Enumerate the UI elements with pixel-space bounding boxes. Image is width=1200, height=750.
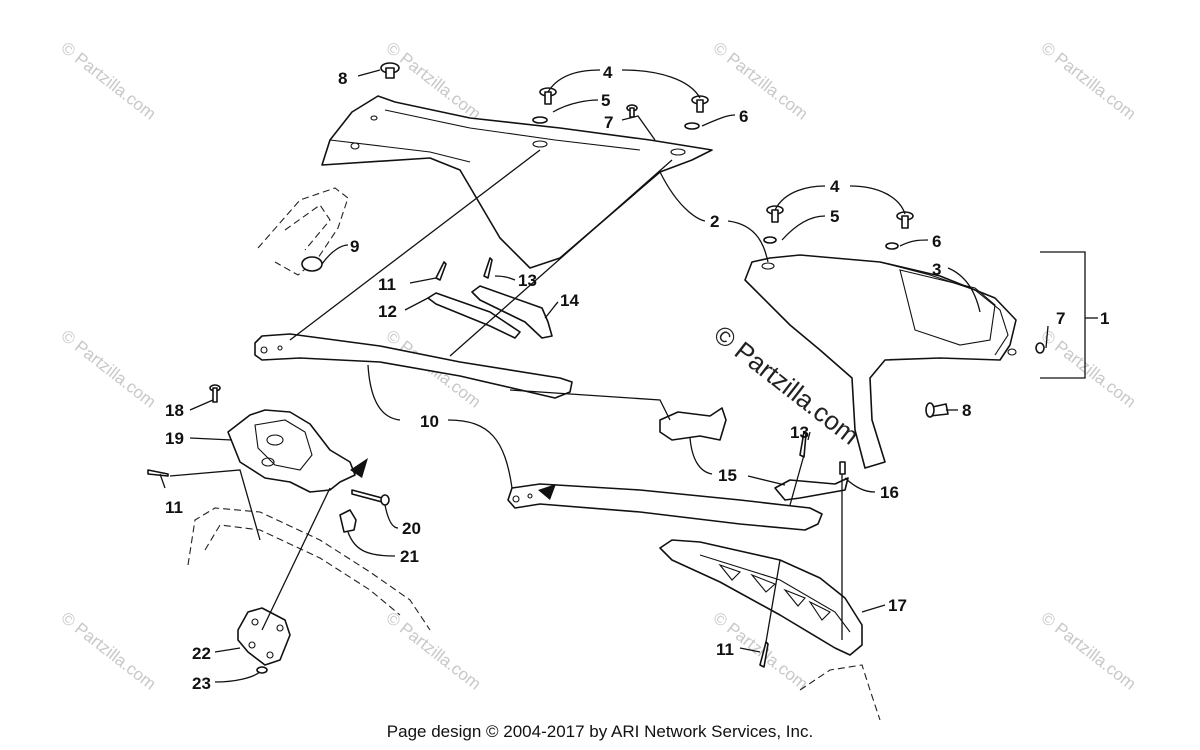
watermark: © Partzilla.com: [58, 326, 160, 412]
callout-4: 4: [830, 177, 840, 196]
clip-21: [339, 509, 357, 533]
callout-4: 4: [603, 63, 613, 82]
bumper-outline: [187, 507, 431, 631]
callout-2: 2: [710, 212, 719, 231]
callout-17: 17: [888, 596, 907, 615]
callout-11: 11: [716, 640, 734, 659]
callout-8: 8: [962, 401, 971, 420]
callouts: 8 4 5 7 6 2 9 4 5 6 3 1 7 8 11 12 13 14 …: [165, 63, 1109, 693]
mount-plate-19: [227, 409, 368, 493]
bracket-16: [774, 477, 849, 501]
watermark: © Partzilla.com: [710, 38, 812, 124]
watermark: © Partzilla.com: [383, 608, 485, 694]
callout-7: 7: [604, 113, 613, 132]
callout-12: 12: [378, 302, 397, 321]
watermark: © Partzilla.com: [1038, 608, 1140, 694]
callout-9: 9: [350, 237, 359, 256]
callout-18: 18: [165, 401, 184, 420]
callout-11: 11: [165, 498, 183, 517]
watermark: © Partzilla.com: [58, 608, 160, 694]
mount-strips: [427, 285, 553, 339]
callout-7: 7: [1056, 309, 1065, 328]
arrow-marker: [538, 484, 556, 500]
callout-20: 20: [402, 519, 421, 538]
callout-6: 6: [932, 232, 941, 251]
left-rail-lower: [507, 483, 823, 531]
fasteners: [147, 62, 1045, 674]
watermark: © Partzilla.com: [58, 38, 160, 124]
callout-13: 13: [790, 423, 809, 442]
watermark: © Partzilla.com: [1038, 326, 1140, 412]
frame-outline-top-left-inner: [284, 204, 331, 251]
callout-1: 1: [1100, 309, 1109, 328]
arrow-marker: [350, 458, 368, 478]
callout-22: 22: [192, 644, 211, 663]
backing-plate-22: [237, 607, 291, 666]
frame-outline-bottom-right: [799, 664, 881, 721]
callout-23: 23: [192, 674, 211, 693]
callout-3: 3: [932, 260, 941, 279]
bumper-outline-inner: [204, 524, 401, 616]
callout-5: 5: [601, 91, 610, 110]
left-belly-pan: [321, 95, 713, 269]
callout-8: 8: [338, 69, 347, 88]
callout-19: 19: [165, 429, 184, 448]
right-side-panel: [744, 254, 1017, 469]
callout-13: 13: [518, 271, 537, 290]
frame-outline-top-left: [257, 187, 349, 276]
leader-lines: [159, 69, 1098, 683]
callout-5: 5: [830, 207, 839, 226]
callout-6: 6: [739, 107, 748, 126]
callout-10: 10: [420, 412, 439, 431]
callout-16: 16: [880, 483, 899, 502]
copyright-footer: Page design © 2004-2017 by ARI Network S…: [386, 722, 814, 741]
footrest-17: [659, 539, 863, 656]
left-rail-upper: [254, 333, 573, 399]
callout-15: 15: [718, 466, 737, 485]
callout-11: 11: [378, 275, 396, 294]
callout-14: 14: [560, 291, 579, 310]
callout-21: 21: [400, 547, 419, 566]
watermark: © Partzilla.com: [1038, 38, 1140, 124]
bracket-15: [659, 407, 727, 441]
